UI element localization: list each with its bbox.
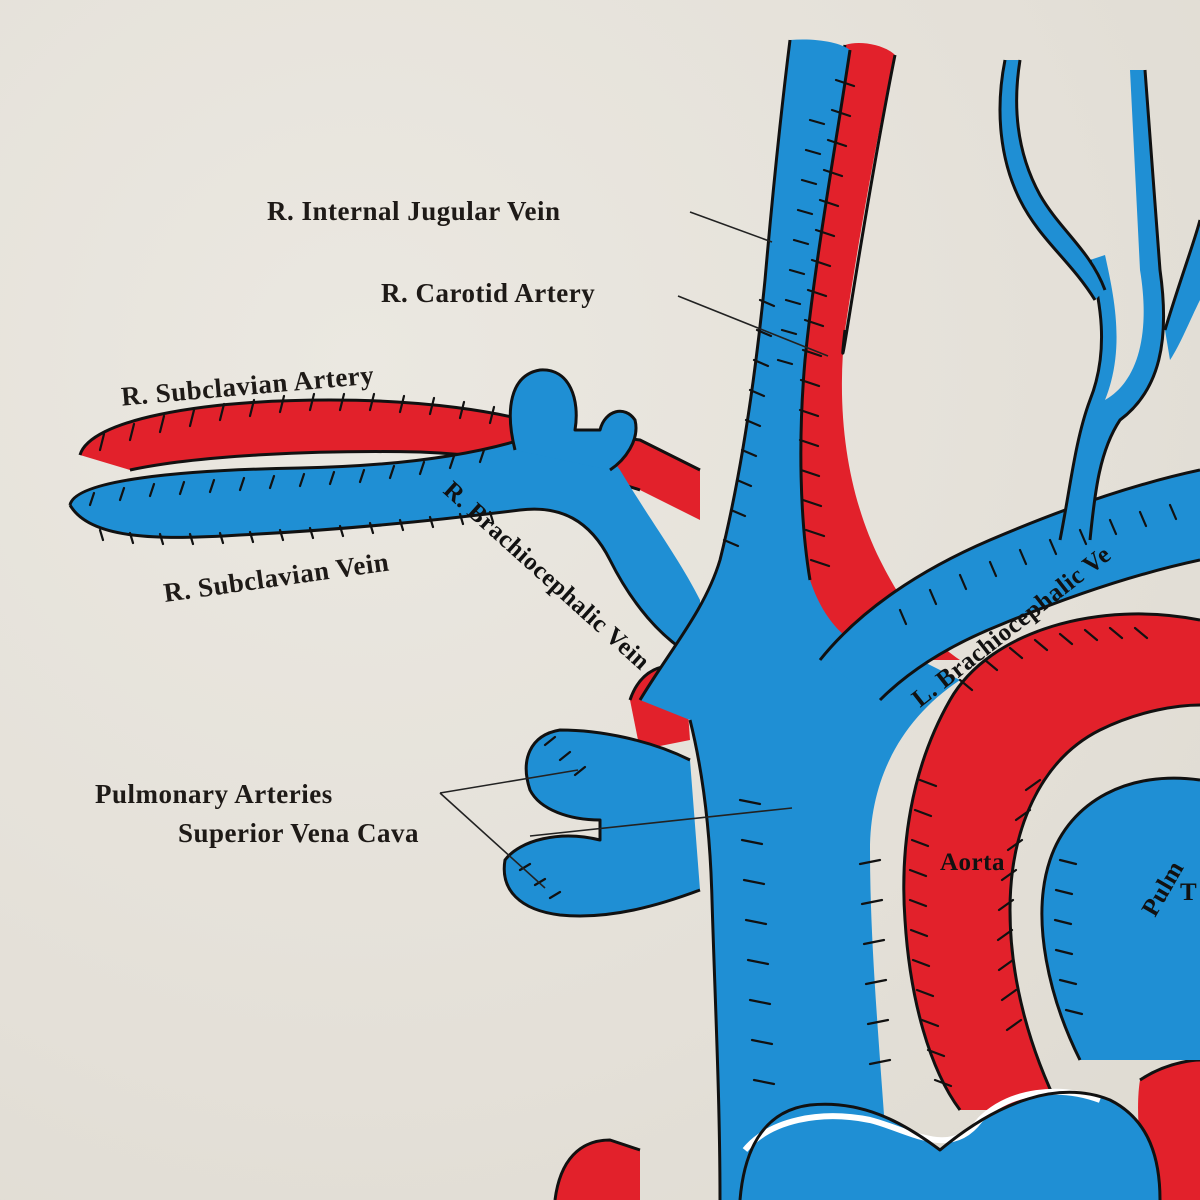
l-jugular-branches-shape xyxy=(998,59,1200,541)
label-pulmonary-arteries: Pulmonary Arteries xyxy=(95,779,333,809)
leader-superior-vena-cava xyxy=(529,807,793,837)
aorta-shape xyxy=(902,612,1200,1111)
label-pulmonary-trunk-partial-2: T xyxy=(1180,879,1197,906)
label-r-carotid-artery: R. Carotid Artery xyxy=(381,278,595,308)
pulmonary-trunk-shape xyxy=(1040,776,1200,1061)
l-brachiocephalic-vein-shape xyxy=(818,468,1200,702)
leader-pulmonary-arteries-2 xyxy=(439,792,546,889)
label-aorta: Aorta xyxy=(940,849,1005,876)
leader-r-internal-jugular xyxy=(689,211,773,243)
r-subclavian-vein-shape xyxy=(68,436,701,662)
hatching-strokes xyxy=(88,78,1178,1088)
leader-r-carotid xyxy=(677,295,829,357)
leader-lines xyxy=(439,211,829,889)
label-superior-vena-cava: Superior Vena Cava xyxy=(178,818,419,848)
label-r-internal-jugular-vein: R. Internal Jugular Vein xyxy=(267,196,561,226)
label-r-subclavian-vein: R. Subclavian Vein xyxy=(162,547,391,608)
leader-pulmonary-arteries-1 xyxy=(439,769,579,794)
lower-blue-vessels xyxy=(738,1088,1162,1200)
subclavian-branch-stubs xyxy=(508,368,638,472)
pulmonary-arteries-shape xyxy=(502,728,701,918)
